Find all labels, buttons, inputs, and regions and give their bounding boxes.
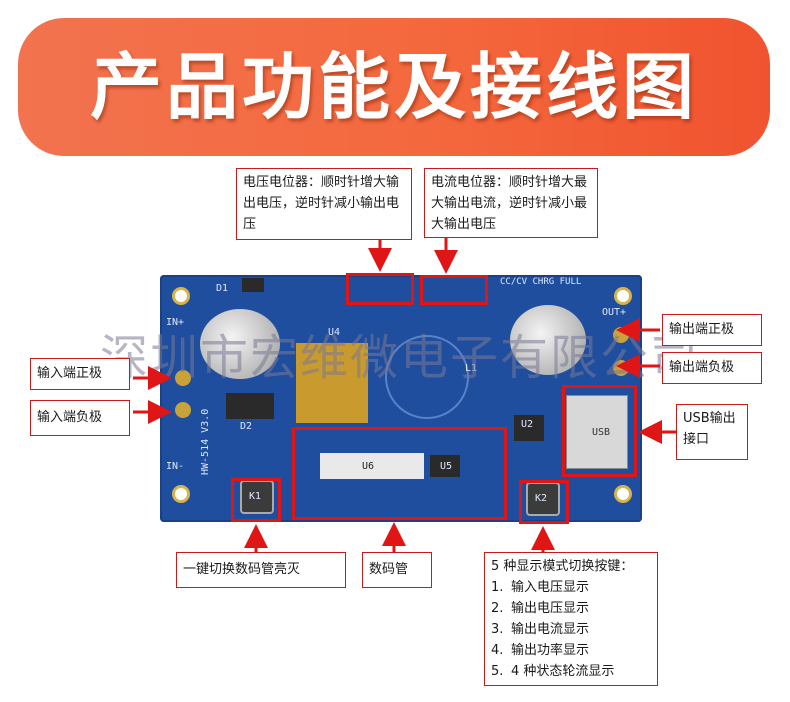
silk-l1: L1 — [465, 363, 478, 374]
voltage-pot-label: 电压电位器：顺时针增大输出电压，逆时针减小输出电压 — [236, 168, 412, 240]
chip-u2 — [514, 415, 544, 441]
mount-hole — [614, 287, 632, 305]
silk-in-minus: IN- — [166, 461, 185, 472]
silk-status: CC/CV CHRG FULL — [500, 277, 582, 287]
silk-u6: U6 — [362, 461, 375, 472]
chip-d2 — [226, 393, 274, 419]
mount-hole — [172, 485, 190, 503]
button-k2[interactable] — [526, 482, 560, 516]
input-negative-pad — [175, 402, 191, 418]
silk-d1: D1 — [216, 283, 229, 294]
silk-k1: K1 — [249, 491, 262, 502]
button-k1[interactable] — [240, 480, 274, 514]
mode-item: 4.输出功率显示 — [491, 643, 590, 658]
k2-highlight — [519, 480, 569, 524]
silk-u5: U5 — [440, 461, 453, 472]
capacitor-left — [200, 309, 280, 379]
silk-k2: K2 — [535, 493, 548, 504]
silk-in-plus: IN+ — [166, 317, 185, 328]
one-key-label: 一键切换数码管亮灭 — [176, 552, 346, 588]
usb-label: USB输出接口 — [676, 404, 748, 460]
output-negative-label: 输出端负极 — [662, 352, 762, 384]
silk-usb: USB — [592, 427, 611, 438]
display-label: 数码管 — [362, 552, 432, 588]
mode-item: 3.输出电流显示 — [491, 622, 590, 637]
silk-d2: D2 — [240, 421, 253, 432]
modes-box: 5 种显示模式切换按键： 1.输入电压显示 2.输出电压显示 3.输出电流显示 … — [484, 552, 658, 686]
silk-u2: U2 — [521, 419, 534, 430]
mode-item: 5.4 种状态轮流显示 — [491, 664, 615, 679]
chip-u5 — [430, 455, 460, 477]
k1-highlight — [231, 478, 281, 522]
usb-highlight — [562, 385, 637, 477]
page-title: 产品功能及接线图 — [89, 45, 698, 129]
input-positive-pad — [175, 370, 191, 386]
mode-item: 2.输出电压显示 — [491, 601, 590, 616]
usb-port — [566, 395, 628, 469]
voltage-pot-highlight — [346, 273, 414, 305]
input-positive-label: 输入端正极 — [30, 358, 130, 390]
modes-title: 5 种显示模式切换按键： — [491, 559, 634, 574]
input-negative-label: 输入端负极 — [30, 400, 130, 436]
display-module — [320, 453, 424, 479]
mode-item: 1.输入电压显示 — [491, 580, 590, 595]
inductor-pad — [296, 343, 368, 423]
silk-u4: U4 — [328, 327, 341, 338]
current-pot-highlight — [420, 275, 488, 305]
inductor-ring — [385, 335, 469, 419]
title-banner: 产品功能及接线图 — [18, 18, 770, 156]
current-pot-label: 电流电位器：顺时针增大最大输出电流，逆时针减小最大输出电压 — [424, 168, 598, 238]
mount-hole — [614, 485, 632, 503]
output-positive-label: 输出端正极 — [662, 314, 762, 346]
modes-list: 1.输入电压显示 2.输出电压显示 3.输出电流显示 4.输出功率显示 5.4 … — [491, 577, 651, 682]
capacitor-right — [510, 305, 586, 375]
display-highlight — [292, 427, 507, 520]
company-watermark: 深圳市宏维微电子有限公司 — [100, 330, 701, 386]
mount-hole — [172, 287, 190, 305]
chip-d1 — [242, 278, 264, 292]
silk-out-plus: OUT+ — [602, 307, 627, 318]
